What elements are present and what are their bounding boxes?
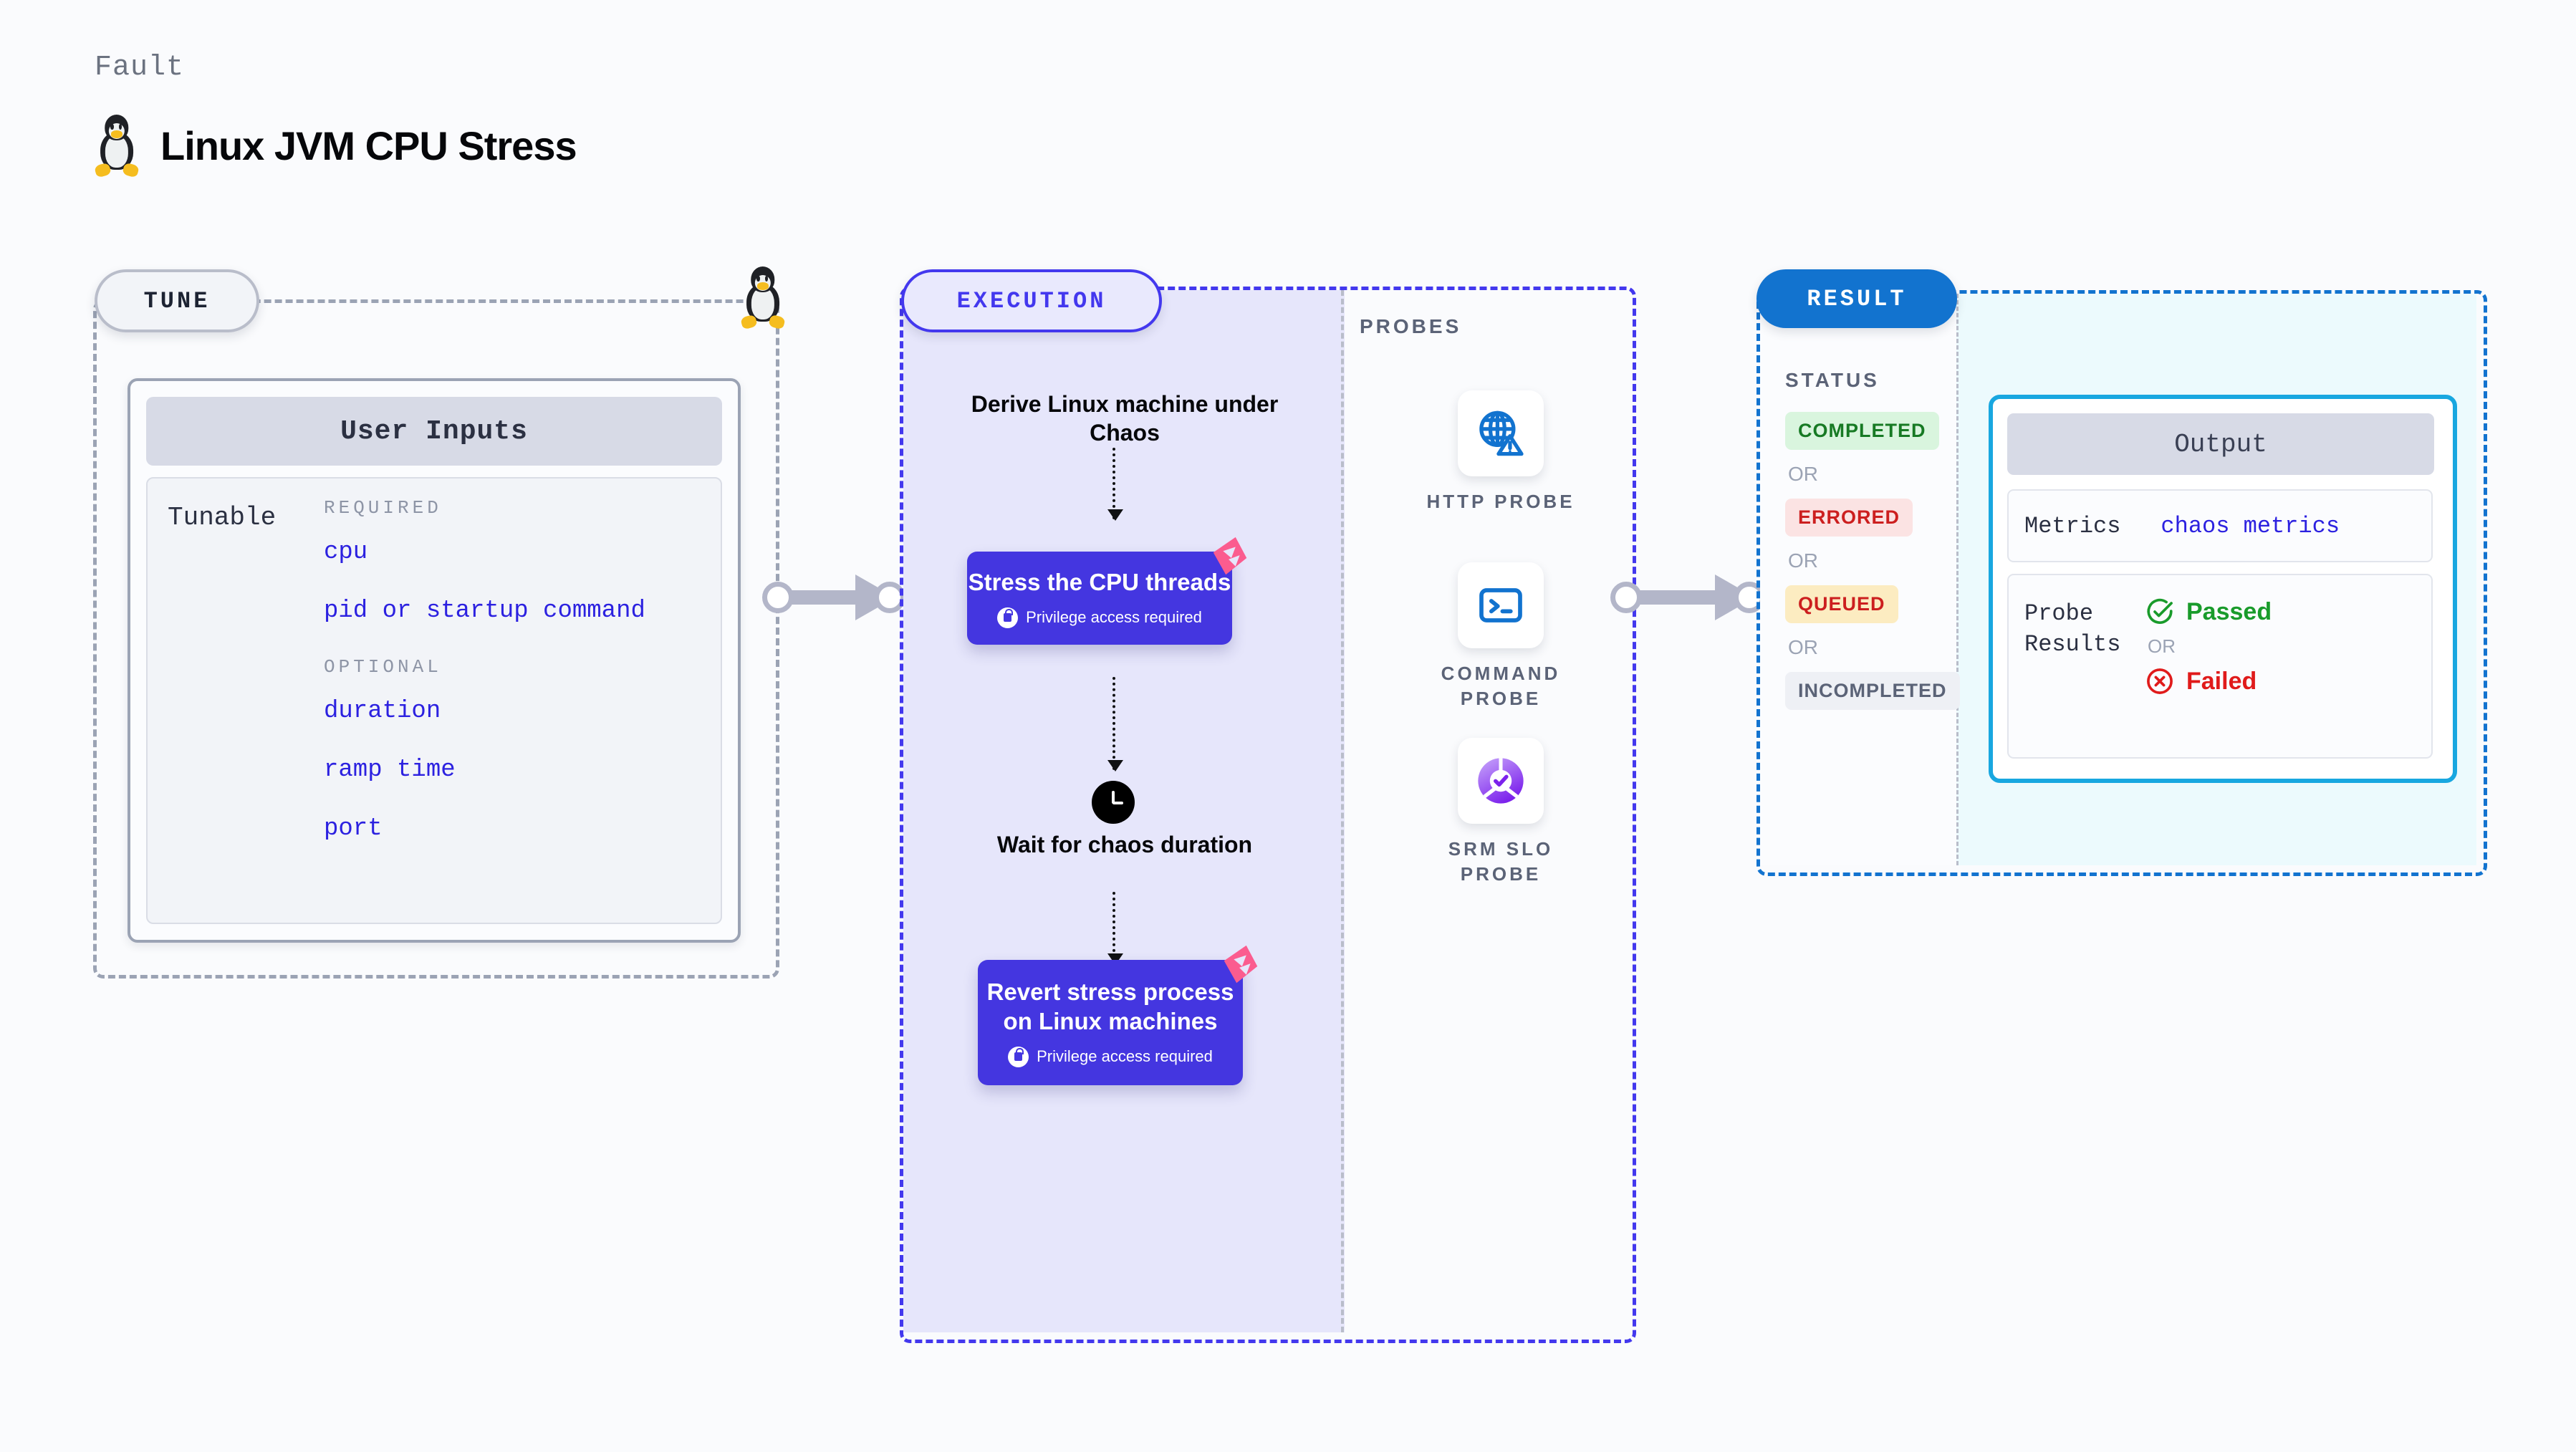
metrics-label: Metrics [2024, 512, 2121, 539]
privilege-note: Privilege access required [997, 607, 1202, 628]
page-title: Linux JVM CPU Stress [160, 122, 577, 168]
status-badge-errored: ERRORED [1785, 499, 1913, 537]
execution-card-title: Stress the CPU threads [968, 569, 1231, 596]
output-card: Output Metrics chaos metrics Probe Resul… [1989, 395, 2457, 783]
flow-arrow-1 [1107, 448, 1123, 521]
result-stage-pill[interactable]: RESULT [1756, 269, 1957, 328]
probe-results-row: Probe Results Passed OR Failed [2007, 574, 2433, 759]
group-title-optional: OPTIONAL [324, 656, 442, 678]
execution-step-stress-cpu-card[interactable]: Stress the CPU threads Privilege access … [967, 537, 1247, 645]
tune-stage-boundary [93, 299, 779, 979]
execution-probes-divider [1341, 290, 1344, 1332]
lock-icon [1008, 1046, 1029, 1067]
execution-stage-pill[interactable]: EXECUTION [901, 269, 1162, 332]
status-badge-completed: COMPLETED [1785, 412, 1939, 450]
passed-label: Passed [2186, 597, 2272, 625]
fault-kicker: Fault [95, 52, 185, 84]
probe-result-failed: Failed [2145, 666, 2272, 696]
result-status-fill [1760, 294, 1956, 865]
execution-step-revert-stress-card[interactable]: Revert stress process on Linux machines … [978, 945, 1258, 1085]
user-inputs-card: User Inputs Tunable REQUIRED cpu pid or … [128, 378, 741, 943]
tunable-item-port[interactable]: port [324, 815, 383, 842]
probe-label: COMMAND PROBE [1441, 663, 1561, 710]
result-inner-divider [1956, 294, 1959, 865]
or-separator: OR [2148, 635, 2176, 657]
lock-icon [997, 607, 1019, 628]
execution-step-wait-duration: Wait for chaos duration [996, 832, 1253, 857]
user-inputs-title: User Inputs [146, 397, 722, 466]
connector-tune-to-execution [762, 574, 905, 620]
clock-icon [1092, 781, 1135, 824]
page-title-row: Linux JVM CPU Stress [94, 115, 577, 178]
linux-penguin-icon [94, 115, 140, 178]
tunable-item-cpu[interactable]: cpu [324, 539, 368, 566]
or-separator: OR [1788, 463, 1818, 485]
terminal-icon [1458, 562, 1544, 648]
tunable-item-ramp-time[interactable]: ramp time [324, 756, 456, 784]
failed-label: Failed [2186, 667, 2257, 695]
probe-command[interactable]: COMMAND PROBE [1426, 562, 1576, 711]
tune-stage-pill[interactable]: TUNE [95, 269, 259, 332]
or-separator: OR [1788, 549, 1818, 572]
flow-arrow-3 [1107, 892, 1123, 965]
connector-execution-to-result [1610, 574, 1767, 620]
probe-label: SRM SLO PROBE [1448, 838, 1554, 885]
metrics-row: Metrics chaos metrics [2007, 489, 2433, 562]
output-title: Output [2007, 413, 2434, 475]
execution-stage-boundary [900, 287, 1636, 1343]
execution-step-derive-machine: Derive Linux machine under Chaos [971, 391, 1279, 446]
status-list: COMPLETED OR ERRORED OR QUEUED OR INCOMP… [1785, 412, 1960, 710]
privilege-text: Privilege access required [1026, 608, 1202, 627]
probe-results-label: Probe Results [2024, 600, 2121, 658]
metrics-value-link[interactable]: chaos metrics [2161, 512, 2340, 539]
result-stage-boundary [1756, 290, 2487, 876]
probe-label: HTTP PROBE [1426, 491, 1575, 512]
status-badge-queued: QUEUED [1785, 585, 1898, 623]
group-title-required: REQUIRED [324, 497, 442, 519]
privilege-text: Privilege access required [1037, 1047, 1213, 1066]
probe-srm-slo[interactable]: SRM SLO PROBE [1426, 738, 1576, 887]
litmus-chaos-icon [1224, 945, 1258, 984]
x-circle-icon [2147, 668, 2173, 694]
litmus-chaos-icon [1213, 537, 1247, 575]
linux-penguin-edge-icon [740, 266, 786, 330]
tunable-groups: REQUIRED cpu pid or startup command OPTI… [324, 497, 703, 842]
tunable-label: Tunable [168, 503, 277, 532]
check-circle-icon [2147, 598, 2173, 624]
probe-http[interactable]: HTTP PROBE [1426, 390, 1576, 514]
flow-arrow-2 [1107, 677, 1123, 771]
globe-warning-icon [1458, 390, 1544, 476]
slo-donut-check-icon [1458, 738, 1544, 824]
user-inputs-body: Tunable REQUIRED cpu pid or startup comm… [146, 477, 722, 924]
execution-card-title: Revert stress process on Linux machines [986, 979, 1234, 1034]
probes-title: PROBES [1360, 315, 1462, 337]
probe-results-values: Passed OR Failed [2145, 597, 2272, 757]
tunable-item-pid-or-startup-command[interactable]: pid or startup command [324, 597, 645, 625]
or-separator: OR [1788, 636, 1818, 658]
status-badge-incompleted: INCOMPLETED [1785, 672, 1960, 710]
probe-result-passed: Passed [2145, 597, 2272, 627]
tunable-item-duration[interactable]: duration [324, 698, 441, 725]
privilege-note: Privilege access required [1008, 1046, 1213, 1067]
status-title: STATUS [1785, 369, 1880, 391]
